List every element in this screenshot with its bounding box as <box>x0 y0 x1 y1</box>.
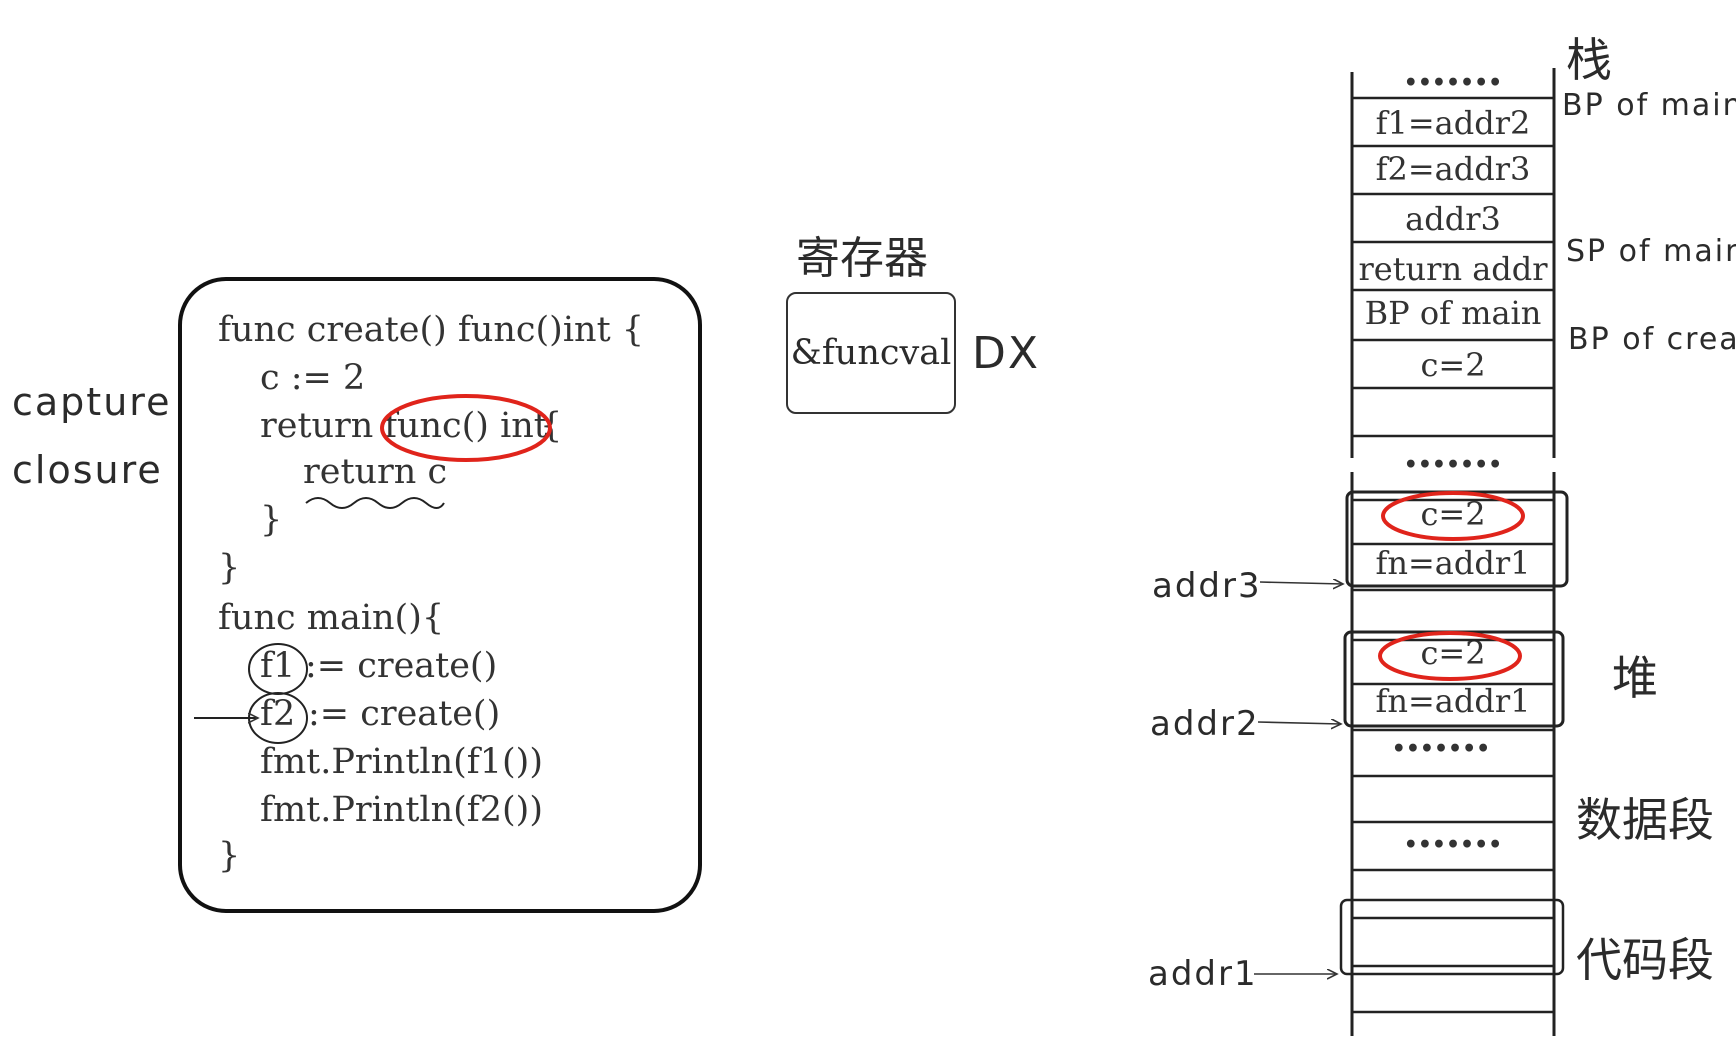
code-line-4: return c <box>303 452 448 492</box>
addr3-arrow <box>1259 582 1343 584</box>
heap-c-highlight-addr3 <box>1381 491 1525 541</box>
stack-cell-f2: f2=addr3 <box>1375 150 1531 188</box>
heap-label: 堆 <box>1612 651 1658 705</box>
code-box <box>178 277 702 913</box>
return-c-underline <box>305 497 445 509</box>
stack-ellipsis-mid: ••••••• <box>1403 452 1503 478</box>
code-line-6: } <box>218 548 241 588</box>
capture-closure-label: capture closure <box>12 368 171 504</box>
heap-ellipsis: ••••••• <box>1391 736 1491 762</box>
data-segment-label: 数据段 <box>1576 793 1714 847</box>
code-segment-label: 代码段 <box>1576 933 1714 987</box>
register-box: &funcval <box>786 292 956 414</box>
code-line-5: } <box>260 500 283 540</box>
stack-cell-return-addr: return addr <box>1358 250 1548 288</box>
bp-of-main-pointer: BP of main <box>1562 88 1736 123</box>
heap-c-highlight-addr2 <box>1378 631 1522 681</box>
closure-text: closure <box>12 448 163 492</box>
stack-cell-c: c=2 <box>1420 346 1486 384</box>
memory-dividers <box>1352 96 1554 1014</box>
code-line-12: } <box>218 836 241 876</box>
stack-cell-addr3: addr3 <box>1405 200 1501 238</box>
code-line-3-return: return <box>260 406 374 446</box>
f1-circle <box>248 643 308 695</box>
sp-of-main-pointer: SP of main <box>1566 234 1736 269</box>
code-line-10: fmt.Println(f1()) <box>260 742 543 782</box>
code-line-9-var: f2 <box>260 694 296 734</box>
heap-cell-addr3-c: c=2 <box>1420 495 1486 533</box>
stack-ellipsis-top: ••••••• <box>1403 70 1503 96</box>
addr2-label: addr2 <box>1150 704 1260 744</box>
code-line-7: func main(){ <box>218 598 445 638</box>
addr2-arrow <box>1257 722 1341 724</box>
addr1-label: addr1 <box>1148 954 1258 994</box>
data-ellipsis: ••••••• <box>1403 832 1503 858</box>
code-line-2: c := 2 <box>260 358 366 398</box>
stack-cell-bp-of-main: BP of main <box>1364 294 1542 332</box>
func-type-highlight <box>380 394 552 462</box>
code-line-8-var: f1 <box>260 646 296 686</box>
stack-cell-f1: f1=addr2 <box>1375 104 1531 142</box>
bp-of-create-pointer: BP of creat <box>1568 322 1736 357</box>
register-title: 寄存器 <box>796 233 928 284</box>
addr3-label: addr3 <box>1152 566 1262 606</box>
code-segment-function <box>1339 898 1565 976</box>
register-name: DX <box>972 328 1041 379</box>
heap-cell-addr3-fn: fn=addr1 <box>1375 544 1531 582</box>
code-line-9-rest: := create() <box>308 694 501 734</box>
register-value: &funcval <box>790 333 952 373</box>
code-line-11: fmt.Println(f2()) <box>260 790 543 830</box>
stack-label: 栈 <box>1566 33 1612 87</box>
heap-cell-addr2-fn: fn=addr1 <box>1375 682 1531 720</box>
code-line-1: func create() func()int { <box>218 310 645 350</box>
code-line-8-rest: := create() <box>305 646 498 686</box>
memory-column <box>1350 68 1556 1036</box>
capture-text: capture <box>12 380 172 424</box>
